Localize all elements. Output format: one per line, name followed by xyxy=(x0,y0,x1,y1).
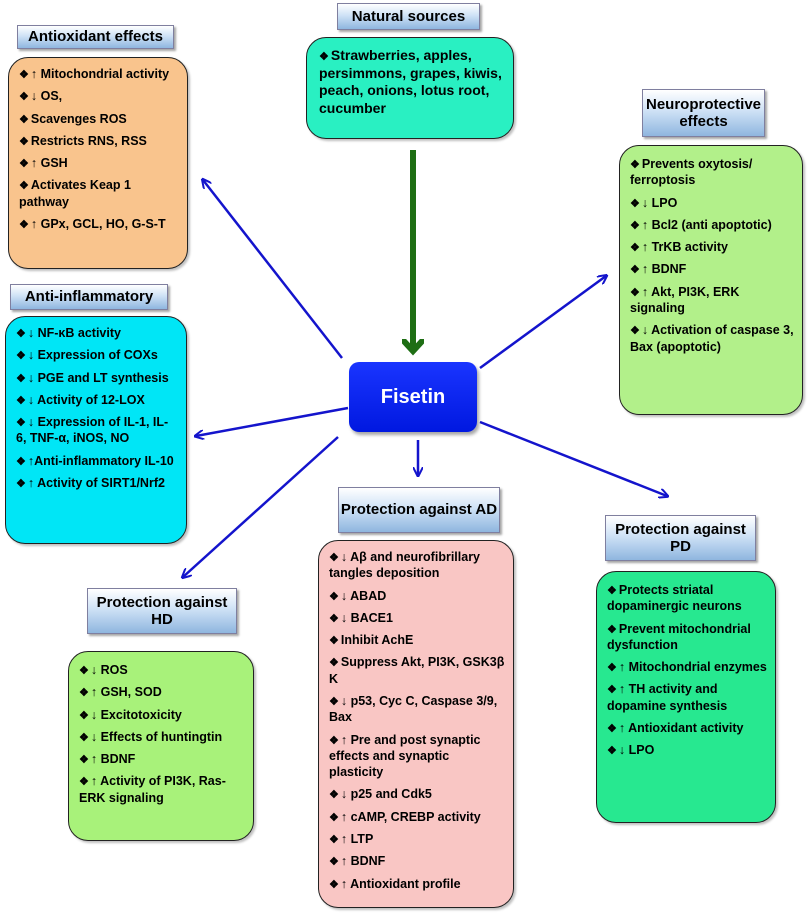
anti-inflammatory-header: Anti-inflammatory xyxy=(10,284,168,310)
anti-inflammatory-item: ↓ Expression of IL-1, IL-6, TNF-α, iNOS,… xyxy=(16,414,178,447)
natural-sources-header: Natural sources xyxy=(337,3,480,30)
ad-header: Protection against AD xyxy=(338,487,500,533)
arrow-neuroprotective xyxy=(479,276,606,370)
neuroprotective-item: ↑ Bcl2 (anti apoptotic) xyxy=(630,217,794,233)
neuroprotective-item: ↑ BDNF xyxy=(630,261,794,277)
hd-item: ↓ Excitotoxicity xyxy=(79,707,245,723)
pd-item: ↑ Antioxidant activity xyxy=(607,720,767,736)
neuroprotective-item: ↑ Akt, PI3K, ERK signaling xyxy=(630,284,794,317)
pd-item: ↑ TH activity and dopamine synthesis xyxy=(607,681,767,714)
pd-item: Prevent mitochondrial dysfunction xyxy=(607,621,767,654)
anti-inflammatory-item: ↑Anti-inflammatory IL-10 xyxy=(16,453,178,469)
antioxidant-item: ↑ GSH xyxy=(19,155,179,171)
anti-inflammatory-item: ↑ Activity of SIRT1/Nrf2 xyxy=(16,475,178,491)
ad-item: ↓ p25 and Cdk5 xyxy=(329,786,505,802)
ad-item: ↓ BACE1 xyxy=(329,610,505,626)
pd-header: Protection against PD xyxy=(605,515,756,561)
anti-inflammatory-item: ↓ Activity of 12-LOX xyxy=(16,392,178,408)
hd-item: ↑ BDNF xyxy=(79,751,245,767)
natural-sources-item: Strawberries, apples, persimmons, grapes… xyxy=(319,47,505,117)
ad-item: Inhibit AchE xyxy=(329,632,505,648)
ad-item: ↓ ABAD xyxy=(329,588,505,604)
ad-box: ↓ Aβ and neurofibrillary tangles deposit… xyxy=(318,540,514,908)
antioxidant-item: ↑ Mitochondrial activity xyxy=(19,66,179,82)
hd-item: ↓ Effects of huntingtin xyxy=(79,729,245,745)
antioxidant-item: ↑ GPx, GCL, HO, G-S-T xyxy=(19,216,179,232)
anti-inflammatory-item: ↓ NF-κB activity xyxy=(16,325,178,341)
arrow-anti-inflammatory xyxy=(196,406,349,436)
hd-header: Protection against HD xyxy=(87,588,237,634)
ad-item: Suppress Akt, PI3K, GSK3β K xyxy=(329,654,505,687)
antioxidant-header: Antioxidant effects xyxy=(17,25,174,49)
ad-item: ↑ Antioxidant profile xyxy=(329,876,505,892)
antioxidant-item: ↓ OS, xyxy=(19,88,179,104)
neuroprotective-item: ↓ LPO xyxy=(630,195,794,211)
antioxidant-box: ↑ Mitochondrial activity ↓ OS, Scavenges… xyxy=(8,57,188,269)
pd-box: Protects striatal dopaminergic neurons P… xyxy=(596,571,776,823)
pd-item: Protects striatal dopaminergic neurons xyxy=(607,582,767,615)
antioxidant-item: Restricts RNS, RSS xyxy=(19,133,179,149)
anti-inflammatory-item: ↓ PGE and LT synthesis xyxy=(16,370,178,386)
fisetin-center-node: Fisetin xyxy=(349,362,477,432)
ad-item: ↓ p53, Cyc C, Caspase 3/9, Bax xyxy=(329,693,505,726)
anti-inflammatory-item: ↓ Expression of COXs xyxy=(16,347,178,363)
natural-sources-box: Strawberries, apples, persimmons, grapes… xyxy=(306,37,514,139)
neuroprotective-header: Neuroprotective effects xyxy=(642,89,765,137)
ad-item: ↓ Aβ and neurofibrillary tangles deposit… xyxy=(329,549,505,582)
ad-item: ↑ cAMP, CREBP activity xyxy=(329,809,505,825)
ad-item: ↑ BDNF xyxy=(329,853,505,869)
arrow-antioxidant xyxy=(203,180,343,359)
neuroprotective-item: Prevents oxytosis/ ferroptosis xyxy=(630,156,794,189)
hd-item: ↑ Activity of PI3K, Ras-ERK signaling xyxy=(79,773,245,806)
pd-item: ↓ LPO xyxy=(607,742,767,758)
pd-item: ↑ Mitochondrial enzymes xyxy=(607,659,767,675)
ad-item: ↑ Pre and post synaptic effects and syna… xyxy=(329,732,505,781)
neuroprotective-item: ↓ Activation of caspase 3, Bax (apoptoti… xyxy=(630,322,794,355)
hd-item: ↓ ROS xyxy=(79,662,245,678)
antioxidant-item: Scavenges ROS xyxy=(19,111,179,127)
arrow-pd xyxy=(479,420,667,496)
neuroprotective-box: Prevents oxytosis/ ferroptosis ↓ LPO ↑ B… xyxy=(619,145,803,415)
arrow-hd xyxy=(183,436,339,577)
neuroprotective-item: ↑ TrKB activity xyxy=(630,239,794,255)
hd-item: ↑ GSH, SOD xyxy=(79,684,245,700)
hd-box: ↓ ROS ↑ GSH, SOD ↓ Excitotoxicity ↓ Effe… xyxy=(68,651,254,841)
ad-item: ↑ LTP xyxy=(329,831,505,847)
antioxidant-item: Activates Keap 1 pathway xyxy=(19,177,179,210)
anti-inflammatory-box: ↓ NF-κB activity ↓ Expression of COXs ↓ … xyxy=(5,316,187,544)
